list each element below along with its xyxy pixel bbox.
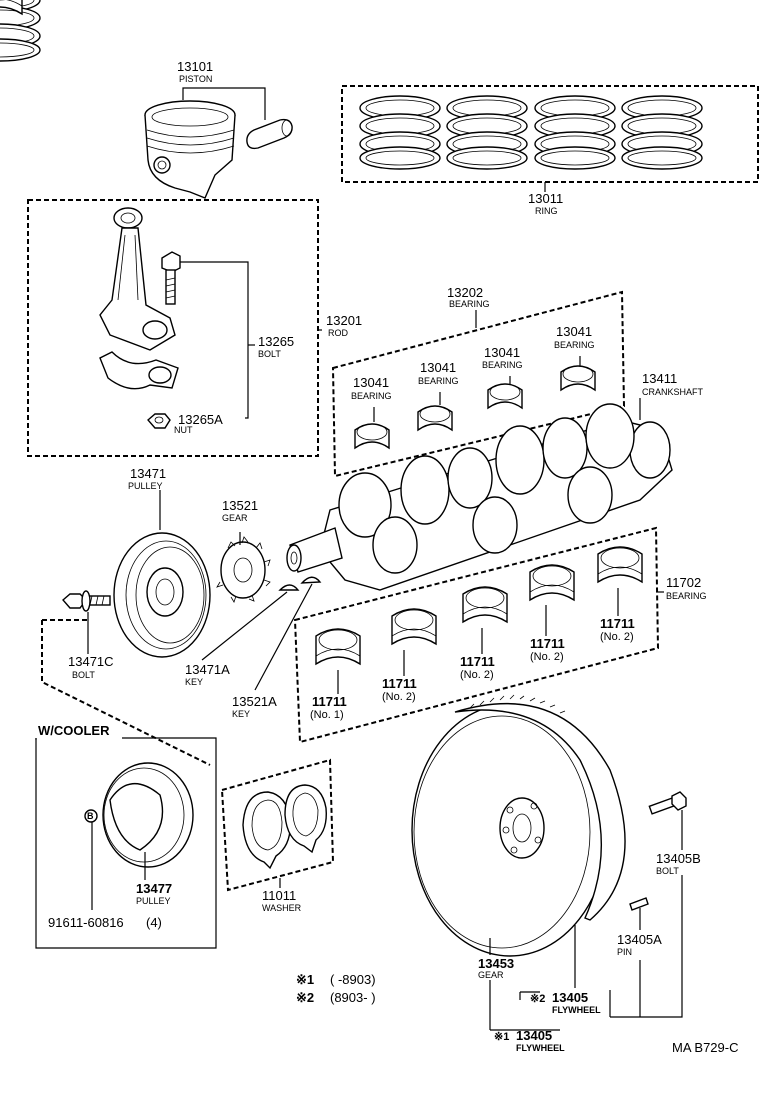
washer-box xyxy=(220,758,335,892)
main-bearing-box xyxy=(293,526,660,744)
bearing-a-label: BEARING xyxy=(351,391,392,401)
cooler-title: W/COOLER xyxy=(38,723,110,738)
flywheel-1-number: 13405 xyxy=(516,1028,552,1043)
note-1-mark: ※1 xyxy=(296,972,314,987)
flywheel-pin-number: 13405A xyxy=(617,932,662,947)
gear-label: GEAR xyxy=(222,513,248,523)
main-bearing-shells-drawing[interactable] xyxy=(0,0,643,665)
cooler-box xyxy=(35,737,217,949)
rod-number: 13201 xyxy=(326,313,362,328)
main-2a-number: 11711 xyxy=(382,676,417,691)
ring-set-box xyxy=(341,85,759,183)
rod-label: ROD xyxy=(328,328,349,338)
rod-nut-number: 13265A xyxy=(178,412,223,427)
pulley-number: 13471 xyxy=(130,466,166,481)
crank-pulley-drawing[interactable] xyxy=(113,532,211,658)
cooler-pulley-drawing[interactable] xyxy=(102,762,194,868)
rod-bolt-label: BOLT xyxy=(258,349,281,359)
main-bearing-set-label: BEARING xyxy=(666,591,707,601)
flywheel-1-mark: ※1 xyxy=(494,1031,509,1043)
ring-number: 13011 xyxy=(528,191,563,206)
cooler-pulley-label: PULLEY xyxy=(136,896,171,906)
main-1-number: 11711 xyxy=(312,694,347,709)
pulley-label: PULLEY xyxy=(128,481,163,491)
bearing-b-number: 13041 xyxy=(420,360,456,375)
bearing-c-label: BEARING xyxy=(482,360,523,370)
crankshaft-label: CRANKSHAFT xyxy=(642,387,704,397)
bearing-d-label: BEARING xyxy=(554,340,595,350)
rod-bearing-shells-drawing[interactable] xyxy=(0,0,596,449)
piston-drawing[interactable] xyxy=(144,100,236,199)
note-2-mark: ※2 xyxy=(296,990,314,1005)
rod-bolt-number: 13265 xyxy=(258,334,294,349)
main-2a-label: (No. 2) xyxy=(382,691,416,703)
note-2-text: (8903- ) xyxy=(330,990,376,1005)
bearing-c-number: 13041 xyxy=(484,345,520,360)
main-2d-number: 11711 xyxy=(600,616,635,631)
main-2c-label: (No. 2) xyxy=(530,651,564,663)
note-1-text: ( -8903) xyxy=(330,972,376,987)
rod-nut-label: NUT xyxy=(174,425,193,435)
cooler-bolt-number: 91611-60816 xyxy=(48,915,124,930)
diagram-code: MA B729-C xyxy=(672,1040,738,1055)
thrust-washers-drawing[interactable] xyxy=(242,784,327,870)
crankshaft-drawing[interactable] xyxy=(286,403,673,591)
cooler-bolt-qty: (4) xyxy=(146,915,162,930)
flywheel-gear-number: 13453 xyxy=(478,956,514,971)
rod-bearing-box xyxy=(331,290,626,478)
washer-number: 11011 xyxy=(262,888,296,903)
washer-label: WASHER xyxy=(262,903,302,913)
cooler-bolt-mark: B xyxy=(87,811,94,821)
ring-label: RING xyxy=(535,206,558,216)
timing-gear-drawing[interactable] xyxy=(216,536,271,603)
pulley-bolt-number: 13471C xyxy=(68,654,114,669)
rod-box xyxy=(27,199,319,457)
gear-key-number: 13521A xyxy=(232,694,277,709)
rod-bearing-set-label: BEARING xyxy=(449,299,490,309)
piston-pin-drawing[interactable] xyxy=(246,118,293,150)
connecting-rod-drawing[interactable] xyxy=(99,207,179,390)
piston-label: PISTON xyxy=(179,74,212,84)
bearing-a-number: 13041 xyxy=(353,375,389,390)
main-1-label: (No. 1) xyxy=(310,709,344,721)
pulley-key-label: KEY xyxy=(185,677,203,687)
flywheel-bolt-number: 13405B xyxy=(656,851,701,866)
flywheel-2-label: FLYWHEEL xyxy=(552,1005,601,1015)
main-2d-label: (No. 2) xyxy=(600,631,634,643)
flywheel-bolt-drawing[interactable] xyxy=(648,791,687,815)
pulley-bolt-drawing[interactable] xyxy=(62,590,111,612)
flywheel-drawing[interactable] xyxy=(411,694,626,957)
rod-bearing-set-number: 13202 xyxy=(447,285,483,300)
flywheel-gear-label: GEAR xyxy=(478,970,504,980)
gear-key-label: KEY xyxy=(232,709,250,719)
flywheel-1-label: FLYWHEEL xyxy=(516,1043,565,1053)
main-2b-number: 11711 xyxy=(460,654,495,669)
crankshaft-number: 13411 xyxy=(642,371,677,386)
rod-nut-drawing[interactable] xyxy=(147,413,171,429)
gear-number: 13521 xyxy=(222,498,258,513)
main-bearing-set-number: 11702 xyxy=(666,575,701,590)
pulley-key-number: 13471A xyxy=(185,662,230,677)
pulley-bolt-label: BOLT xyxy=(72,670,95,680)
cooler-pulley-number: 13477 xyxy=(136,881,172,896)
flywheel-bolt-label: BOLT xyxy=(656,866,679,876)
flywheel-2-number: 13405 xyxy=(552,990,588,1005)
ring-set-drawing[interactable] xyxy=(0,0,703,170)
main-2b-label: (No. 2) xyxy=(460,669,494,681)
flywheel-2-mark: ※2 xyxy=(530,993,545,1005)
flywheel-pin-drawing[interactable] xyxy=(629,897,649,911)
main-2c-number: 11711 xyxy=(530,636,565,651)
keys-drawing[interactable] xyxy=(278,576,322,591)
bearing-d-number: 13041 xyxy=(556,324,592,339)
piston-number: 13101 xyxy=(177,59,213,74)
cooler-bolt-mark-icon xyxy=(84,809,98,823)
rod-bolt-drawing[interactable] xyxy=(161,251,181,305)
flywheel-pin-label: PIN xyxy=(617,947,632,957)
bearing-b-label: BEARING xyxy=(418,376,459,386)
